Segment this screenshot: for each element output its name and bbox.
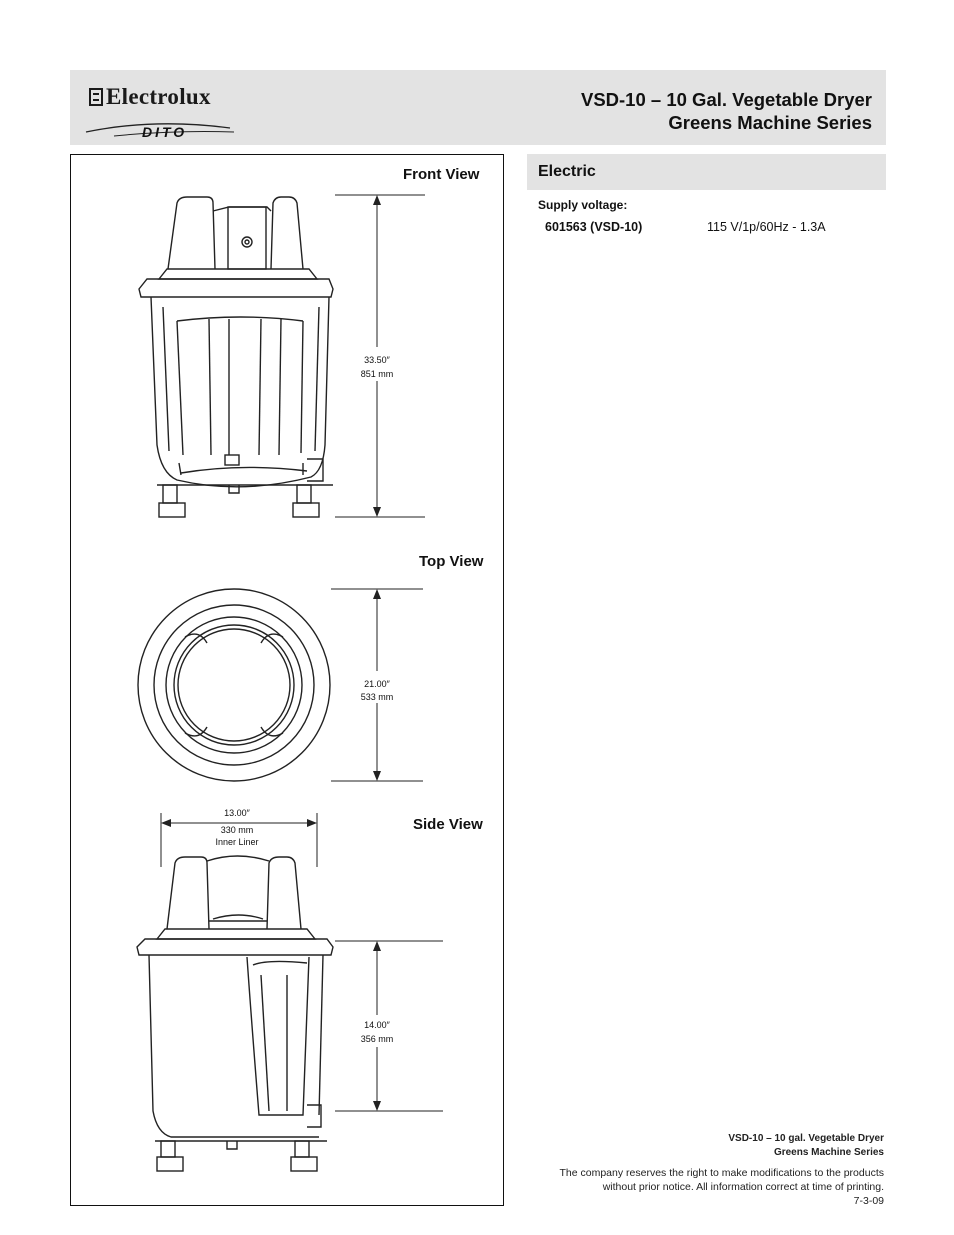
top-dim-inches: 21.00″: [364, 679, 391, 689]
top-dimension: [331, 588, 423, 782]
side-width-inches: 13.00″: [224, 808, 251, 818]
sub-brand-name: DITO: [142, 124, 188, 140]
document-title: VSD-10 – 10 Gal. Vegetable Dryer Greens …: [581, 88, 872, 134]
top-view-drawing: [137, 588, 331, 782]
header-band: Electrolux DITO VSD-10 – 10 Gal. Vegetab…: [70, 70, 886, 145]
front-dim-inches: 33.50″: [364, 355, 391, 365]
supply-voltage-label: Supply voltage:: [538, 198, 628, 212]
side-width-note: Inner Liner: [215, 837, 258, 847]
side-dim-inches: 14.00″: [364, 1020, 391, 1030]
electric-heading-bar: Electric: [527, 154, 886, 190]
electrolux-logo-icon: [85, 88, 235, 137]
technical-drawing: 33.50″ 851 mm 21.00″ 533 mm 13.00″ 330 m…: [136, 194, 443, 1172]
side-width-mm: 330 mm: [221, 825, 254, 835]
footer-notice-line-1: The company reserves the right to make m…: [559, 1167, 885, 1179]
top-dim-mm: 533 mm: [361, 692, 394, 702]
front-dimension: [335, 194, 425, 518]
front-view-drawing: [138, 196, 334, 518]
side-view-drawing: [136, 855, 334, 1172]
front-dim-mm: 851 mm: [361, 369, 394, 379]
drawing-panel: Front View Top View Side View: [70, 154, 504, 1206]
front-view-label: Front View: [403, 166, 480, 183]
footer-date: 7-3-09: [853, 1195, 884, 1207]
brand-logo: Electrolux DITO: [84, 78, 244, 140]
side-dim-mm: 356 mm: [361, 1034, 394, 1044]
side-view-label: Side View: [413, 816, 483, 833]
footer-product-line-2: Greens Machine Series: [773, 1147, 884, 1158]
model-number: 601563 (VSD-10): [545, 220, 643, 234]
footer-product-line-1: VSD-10 – 10 gal. Vegetable Dryer: [728, 1133, 884, 1144]
voltage-spec: 115 V/1p/60Hz - 1.3A: [707, 220, 826, 234]
side-height-dimension: [335, 940, 443, 1112]
footer-notice-line-2: without prior notice. All information co…: [602, 1181, 884, 1193]
title-line-1: VSD-10 – 10 Gal. Vegetable Dryer: [580, 89, 872, 110]
side-width-dimension: [160, 813, 318, 867]
brand-name: Electrolux: [106, 84, 211, 109]
title-line-2: Greens Machine Series: [668, 112, 872, 133]
electric-heading: Electric: [538, 163, 596, 180]
top-view-label: Top View: [419, 553, 484, 570]
